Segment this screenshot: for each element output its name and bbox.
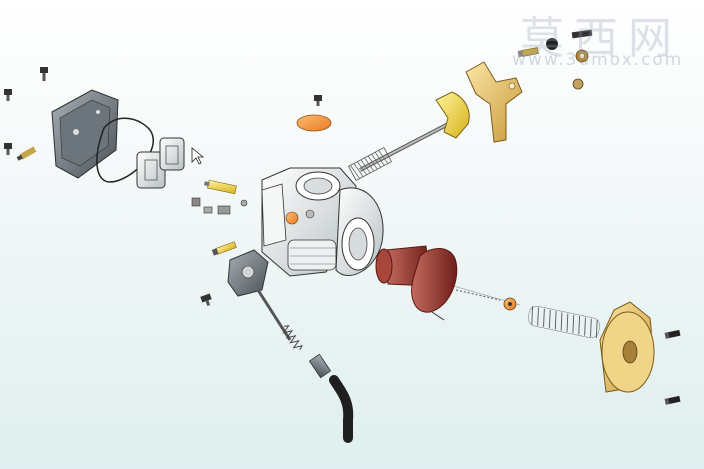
watermark-url: www.3dmox.com (512, 50, 684, 70)
plunger-spring[interactable] (281, 324, 304, 352)
watermark-chinese: 莫西网 (520, 13, 682, 64)
screw-top-center[interactable] (314, 95, 322, 106)
cable-bracket[interactable] (465, 61, 523, 143)
starter-valve-housing[interactable] (227, 249, 269, 297)
screw-left-brass[interactable] (16, 146, 37, 161)
throttle-shaft[interactable] (359, 118, 457, 172)
float-chamber-cover[interactable] (51, 89, 119, 179)
nut-small-2[interactable] (572, 78, 584, 90)
vacuum-chamber-cap[interactable] (599, 301, 655, 393)
vacuum-piston-diaphragm[interactable] (375, 245, 458, 321)
float-assembly[interactable] (136, 137, 185, 189)
screw-top-right-1[interactable] (517, 47, 539, 58)
spring-clip[interactable] (571, 29, 593, 39)
throttle-return-spring[interactable] (348, 147, 392, 181)
piston-spring[interactable] (527, 305, 602, 340)
knob-cap[interactable] (546, 38, 558, 50)
screw-left-upper[interactable] (4, 89, 12, 101)
orange-washer[interactable] (296, 114, 332, 132)
bracket-hole (508, 82, 516, 90)
screw-lower-left[interactable] (200, 293, 213, 307)
screw-left-top[interactable] (40, 67, 48, 81)
throttle-lever[interactable] (435, 91, 470, 139)
main-jet-brass[interactable] (203, 179, 237, 195)
nut-small-1[interactable] (575, 49, 589, 63)
carburetor-body[interactable] (261, 167, 357, 277)
needle-jet[interactable] (191, 197, 201, 207)
screw-bottom-right-2[interactable] (664, 395, 681, 405)
needle-clip[interactable] (503, 297, 517, 311)
emulsion-tube[interactable] (217, 205, 231, 215)
jet-small-1[interactable] (203, 206, 213, 214)
cable-adjuster[interactable] (308, 353, 332, 379)
washer-small[interactable] (240, 199, 248, 207)
black-hose[interactable] (329, 375, 354, 443)
screw-bottom-right-1[interactable] (664, 329, 681, 339)
arrow-pointer-icon (191, 147, 205, 165)
jet-needle[interactable] (455, 289, 501, 301)
screw-left-mid[interactable] (4, 143, 12, 155)
idle-adjust-screw[interactable] (211, 241, 237, 256)
intake-throat[interactable] (335, 187, 384, 276)
